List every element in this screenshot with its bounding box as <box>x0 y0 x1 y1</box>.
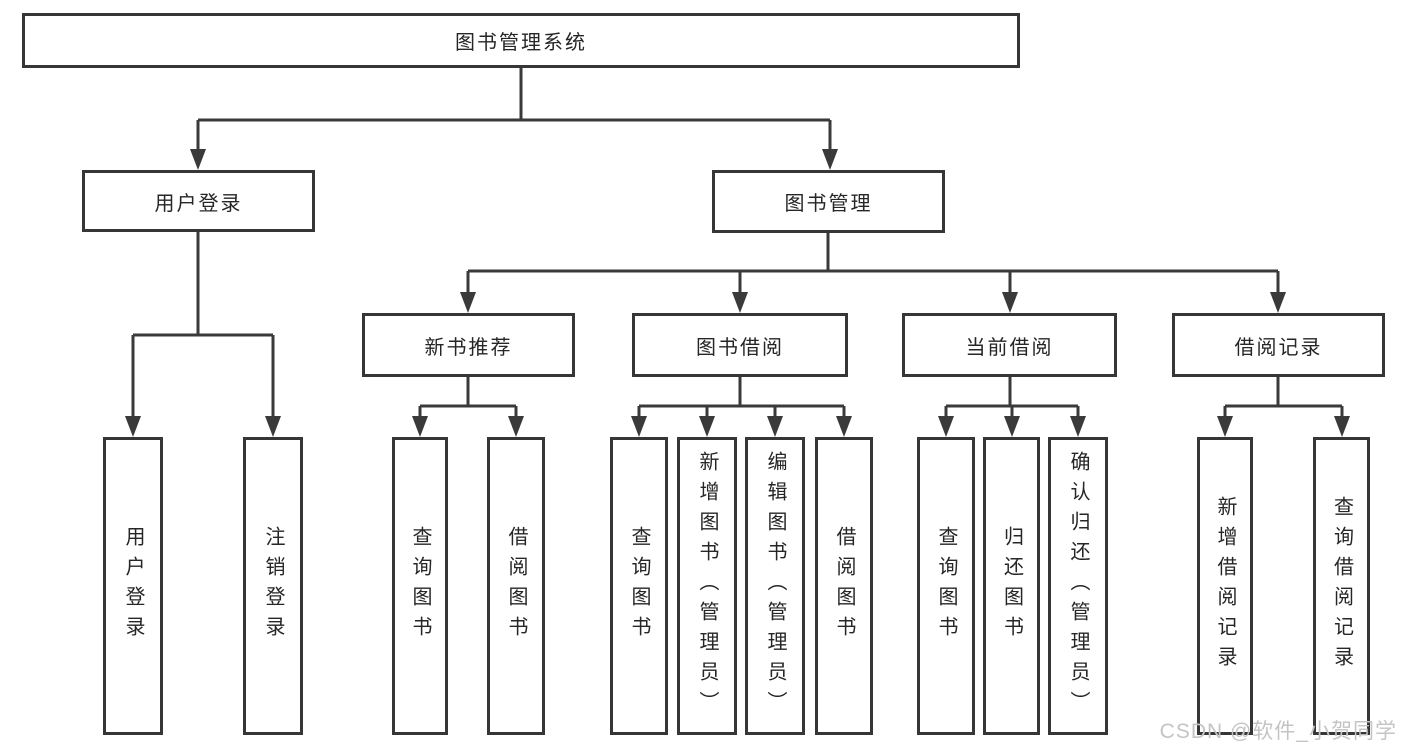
connector-bookborrow-group <box>637 377 846 418</box>
leaf-return-book-label: 归还图书 <box>1000 526 1023 646</box>
node-user-login-label: 用户登录 <box>154 192 243 215</box>
leaf-edit-book-admin: 编辑图书（管理员） <box>745 437 805 735</box>
arrow-icon <box>767 416 783 437</box>
leaf-return-book: 归还图书 <box>983 437 1040 735</box>
arrow-icon <box>1004 416 1020 437</box>
leaf-newbook-query-books: 查询图书 <box>392 437 448 735</box>
arrow-icon <box>1270 292 1286 313</box>
arrow-icon <box>1070 416 1086 437</box>
node-root-label: 图书管理系统 <box>455 32 587 54</box>
leaf-confirm-return-admin-label: 确认归还（管理员） <box>1067 451 1089 721</box>
arrowheads <box>125 149 1350 437</box>
leaf-borrow-query-books: 查询图书 <box>610 437 668 735</box>
arrow-icon <box>265 416 281 437</box>
node-book-management: 图书管理 <box>712 170 945 233</box>
leaf-user-login-label: 用户登录 <box>122 526 144 646</box>
leaf-add-book-admin: 新增图书（管理员） <box>677 437 737 735</box>
leaf-current-query-books-label: 查询图书 <box>935 526 957 646</box>
leaf-query-borrow-record-label: 查询借阅记录 <box>1330 496 1353 676</box>
node-borrow-records-label: 借阅记录 <box>1234 336 1323 359</box>
connector-newbook-group <box>418 377 518 418</box>
arrow-icon <box>732 292 748 313</box>
connector-userlogin-group <box>131 232 275 418</box>
node-current-borrow-label: 当前借阅 <box>965 336 1054 359</box>
node-book-management-label: 图书管理 <box>784 193 873 215</box>
arrow-icon <box>1002 292 1018 313</box>
arrow-icon <box>631 416 647 437</box>
leaf-confirm-return-admin: 确认归还（管理员） <box>1048 437 1108 735</box>
arrow-icon <box>125 416 141 437</box>
leaf-user-login: 用户登录 <box>103 437 163 735</box>
node-user-login: 用户登录 <box>82 170 315 232</box>
arrow-icon <box>836 416 852 437</box>
arrow-icon <box>1334 416 1350 437</box>
node-new-book-recommend: 新书推荐 <box>362 313 575 377</box>
node-book-borrow-label: 图书借阅 <box>696 336 784 359</box>
arrow-icon <box>460 292 476 313</box>
connector-bookmgmt-group <box>466 233 1280 294</box>
arrow-icon <box>508 416 524 437</box>
leaf-logout-label: 注销登录 <box>262 526 284 646</box>
leaf-logout: 注销登录 <box>243 437 303 735</box>
connector-currentborrow-group <box>944 377 1080 418</box>
leaf-newbook-borrow-books: 借阅图书 <box>487 437 545 735</box>
arrow-icon <box>699 416 715 437</box>
leaf-current-query-books: 查询图书 <box>917 437 975 735</box>
arrow-icon <box>1217 416 1233 437</box>
leaf-borrow-query-books-label: 查询图书 <box>628 526 650 646</box>
node-root: 图书管理系统 <box>22 13 1020 68</box>
leaf-borrow-book-label: 借阅图书 <box>833 526 855 646</box>
node-book-borrow: 图书借阅 <box>632 313 848 377</box>
leaf-newbook-borrow-books-label: 借阅图书 <box>505 526 527 646</box>
leaf-add-borrow-record: 新增借阅记录 <box>1197 437 1253 735</box>
connector-root-stem <box>196 68 832 152</box>
arrow-icon <box>190 149 206 170</box>
leaf-edit-book-admin-label: 编辑图书（管理员） <box>764 451 786 721</box>
node-new-book-recommend-label: 新书推荐 <box>424 336 513 359</box>
arrow-icon <box>822 149 838 170</box>
node-current-borrow: 当前借阅 <box>902 313 1117 377</box>
leaf-add-book-admin-label: 新增图书（管理员） <box>696 451 718 721</box>
leaf-newbook-query-books-label: 查询图书 <box>409 526 431 646</box>
leaf-borrow-book: 借阅图书 <box>815 437 873 735</box>
node-borrow-records: 借阅记录 <box>1172 313 1385 377</box>
arrow-icon <box>412 416 428 437</box>
leaf-add-borrow-record-label: 新增借阅记录 <box>1214 496 1236 676</box>
csdn-watermark: CSDN @软件_小贺同学 <box>1159 720 1397 743</box>
leaf-query-borrow-record: 查询借阅记录 <box>1313 437 1370 735</box>
connector-borrowrecords-group <box>1223 377 1344 418</box>
arrow-icon <box>938 416 954 437</box>
